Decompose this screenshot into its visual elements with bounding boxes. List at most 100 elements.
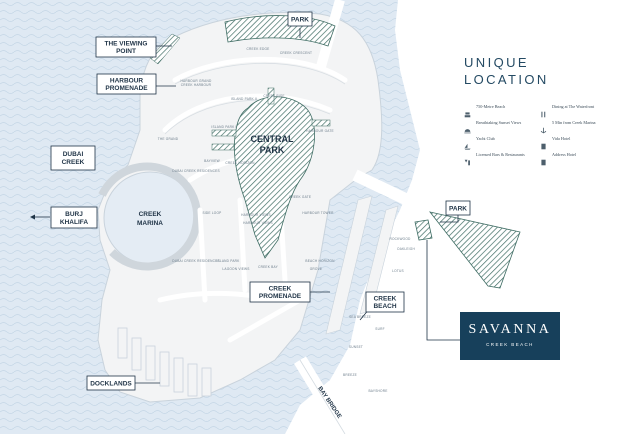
burj-khalifa-arrow: [30, 214, 50, 220]
bay-bridge: [294, 356, 351, 434]
feature-text: Licensed Bars & Restaurants: [476, 152, 525, 157]
callout-dubai-creek: DUBAI CREEK: [50, 145, 96, 171]
svg-text:THE VIEWING: THE VIEWING: [105, 41, 148, 48]
district-label: ROCKWOOD: [389, 237, 411, 241]
svg-text:PROMENADE: PROMENADE: [259, 293, 302, 300]
district-label: ISLAND PARK II: [231, 97, 257, 101]
district-label: HARBOUR VIEWS: [241, 213, 271, 217]
district-label: BAYVIEW: [204, 159, 220, 163]
district-label: SURF: [375, 327, 384, 331]
anchor-icon: [540, 121, 547, 134]
district-label: ISLAND PARK I: [211, 125, 236, 129]
svg-text:KHALIFA: KHALIFA: [60, 219, 88, 226]
feature-item: 750-Metre Beach: [464, 104, 534, 118]
docklands-jetties: [117, 327, 212, 397]
bar-icon: [464, 153, 471, 166]
callout-viewing-point: THE VIEWING POINT: [95, 36, 157, 58]
legend-title-line2: LOCATION: [464, 72, 549, 87]
district-label: BAYSHORE: [368, 389, 387, 393]
district-label: HARBOUR GATE: [306, 129, 334, 133]
savanna-brand-block: SAVANNA CREEK BEACH: [460, 312, 560, 360]
road-outlines: [164, 62, 346, 135]
district-label: THE GRAND: [158, 137, 179, 141]
callout-docklands: DOCKLANDS: [86, 375, 136, 391]
hotel-icon: [540, 137, 547, 150]
feature-item: Breathtaking Sunset Views: [464, 120, 534, 134]
svg-text:PARK: PARK: [449, 206, 467, 213]
callout-lines: [135, 28, 460, 384]
district-label: DUBAI CREEK RESIDENCES: [172, 169, 220, 173]
callout-park-right: PARK: [445, 200, 471, 216]
feature-text: Breathtaking Sunset Views: [476, 120, 522, 125]
district-label: BEACH HORIZON: [305, 259, 335, 263]
callout-park-top: PARK: [287, 11, 313, 27]
district-label: BREEZE: [343, 373, 357, 377]
district-label: OAKLEIGH: [397, 247, 415, 251]
svg-text:CREEK: CREEK: [62, 159, 85, 166]
feature-text: Vida Hotel: [552, 136, 571, 141]
creek-marina-label-2: MARINA: [137, 220, 163, 227]
park-east: [428, 211, 521, 289]
park-fingers: [211, 87, 331, 151]
central-park-label-1: CENTRAL: [251, 134, 294, 144]
svg-text:HARBOUR: HARBOUR: [110, 78, 144, 85]
feature-text: Address Hotel: [552, 152, 577, 157]
svg-text:DUBAI: DUBAI: [63, 151, 84, 158]
feature-item: Address Hotel: [540, 152, 610, 166]
feature-item: Dining at The Waterfront: [540, 104, 610, 118]
feature-text: 5 Min from Creek Marina: [552, 120, 596, 125]
central-park-label-2: PARK: [260, 145, 285, 155]
dining-icon: [540, 105, 547, 118]
feature-item: Vida Hotel: [540, 136, 610, 150]
district-label: HARBOUR VIEWS: [243, 221, 273, 225]
yacht-icon: [464, 137, 471, 150]
feature-text: Yacht Club: [476, 136, 495, 141]
district-label: HARBOUR GRAND: [181, 79, 212, 83]
svg-text:BEACH: BEACH: [373, 303, 396, 310]
feature-text: Dining at The Waterfront: [552, 104, 595, 109]
district-label: HARBOUR TOWER: [302, 211, 334, 215]
viewing-point-hatch: [149, 33, 181, 65]
district-label: CREEK GATE: [289, 195, 311, 199]
district-label: LOTUS: [392, 269, 404, 273]
callout-creek-beach: CREEK BEACH: [365, 291, 405, 313]
svg-text:POINT: POINT: [116, 48, 136, 55]
svg-text:PARK: PARK: [291, 17, 309, 24]
hotel-icon: [540, 153, 547, 166]
svg-text:DOCKLANDS: DOCKLANDS: [90, 381, 132, 388]
legend-title: UNIQUE LOCATION: [464, 54, 634, 88]
svg-text:CREEK: CREEK: [374, 296, 397, 303]
district-label: GROVE: [310, 267, 323, 271]
district-label: CREEK RISE: [263, 94, 284, 98]
svg-text:CREEK: CREEK: [269, 286, 292, 293]
feature-item: Yacht Club: [464, 136, 534, 150]
feature-item: Licensed Bars & Restaurants: [464, 152, 534, 166]
district-label: LAGOON VIEWS: [222, 267, 249, 271]
district-label: SUNSET: [349, 345, 363, 349]
callout-creek-promenade: CREEK PROMENADE: [249, 281, 311, 303]
district-label: CREEK CRESCENT: [280, 51, 312, 55]
legend-title-line1: UNIQUE: [464, 55, 529, 70]
district-label: ISLAND PARK: [216, 259, 240, 263]
callout-harbour-promenade: HARBOUR PROMENADE: [96, 73, 157, 95]
beach-icon: [464, 105, 471, 118]
svg-text:BURJ: BURJ: [65, 211, 83, 218]
sunset-icon: [464, 121, 471, 134]
creek-marina-label-1: CREEK: [139, 211, 162, 218]
creek-marina-basin: [98, 162, 202, 271]
district-label: CREEK BAY: [258, 265, 278, 269]
district-label: DUBAI CREEK RESIDENCES: [172, 259, 220, 263]
callout-burj-khalifa: BURJ KHALIFA: [50, 206, 98, 229]
district-label: CREEK HARBOUR: [181, 83, 212, 87]
savanna-plot: [414, 219, 433, 241]
brand-name: SAVANNA: [468, 322, 552, 337]
district-label: SIDE LOOP: [203, 211, 222, 215]
district-label: SEA BREEZE: [349, 315, 371, 319]
feature-text: 750-Metre Beach: [476, 104, 506, 109]
district-label: CREEK EDGE: [247, 47, 270, 51]
svg-text:PROMENADE: PROMENADE: [105, 85, 148, 92]
district-label: CREEK HORIZON: [225, 161, 255, 165]
